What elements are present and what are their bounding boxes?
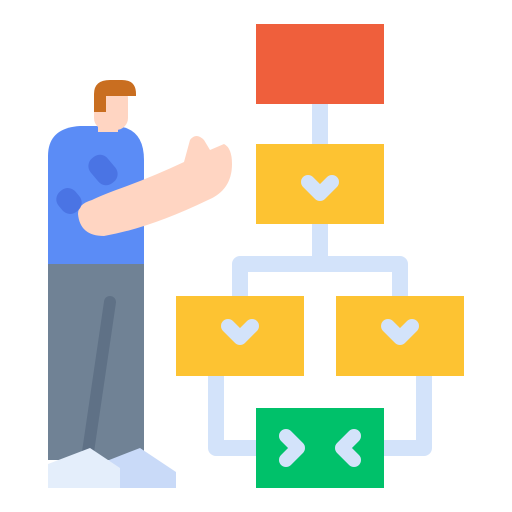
person-pants-crease [82,296,116,458]
person-shoe-left [48,448,120,488]
arrow-right-icon [279,429,305,467]
person-sleeve-accent [88,154,118,186]
arrow-left-icon [335,429,361,467]
person-sleeve-accent [56,188,82,214]
flowchart-end-box [256,408,384,488]
person-icon [48,80,232,488]
arrow-down-icon [301,175,339,201]
arrow-down-icon [381,319,419,345]
flowchart-start-box [256,24,384,104]
person-hair [94,80,136,112]
person-arm [78,136,232,236]
arrow-down-icon [221,319,259,345]
flowchart-arrowheads [221,175,419,467]
flowchart-process-box [256,144,384,224]
person-shoe-right [104,448,176,488]
